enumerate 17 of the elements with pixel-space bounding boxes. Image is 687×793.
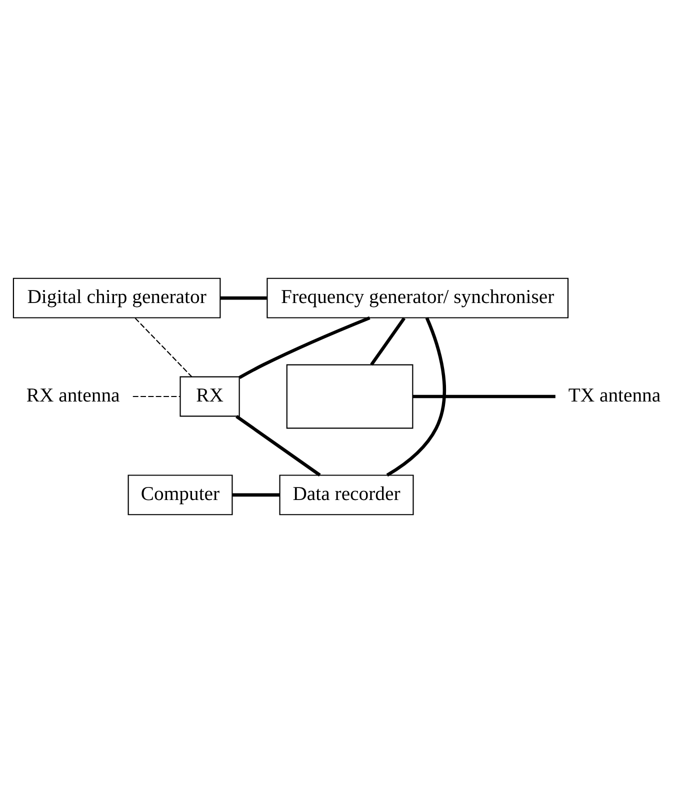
connector	[386, 317, 446, 477]
node-text: TX antenna	[568, 384, 661, 406]
connector	[412, 394, 556, 398]
connector	[132, 396, 180, 398]
connector	[220, 296, 267, 300]
node-box	[286, 364, 414, 429]
connector	[232, 493, 280, 497]
connector	[134, 318, 192, 378]
node-box: Digital chirp generator	[12, 278, 221, 318]
connector	[238, 316, 370, 380]
connector	[236, 415, 321, 476]
node-text: RX antenna	[26, 384, 120, 406]
node-box: Computer	[128, 474, 233, 516]
connector	[370, 317, 406, 366]
node-box: Frequency generator/ synchroniser	[266, 278, 569, 318]
node-box: RX	[180, 376, 240, 417]
node-box: Data recorder	[279, 474, 414, 516]
